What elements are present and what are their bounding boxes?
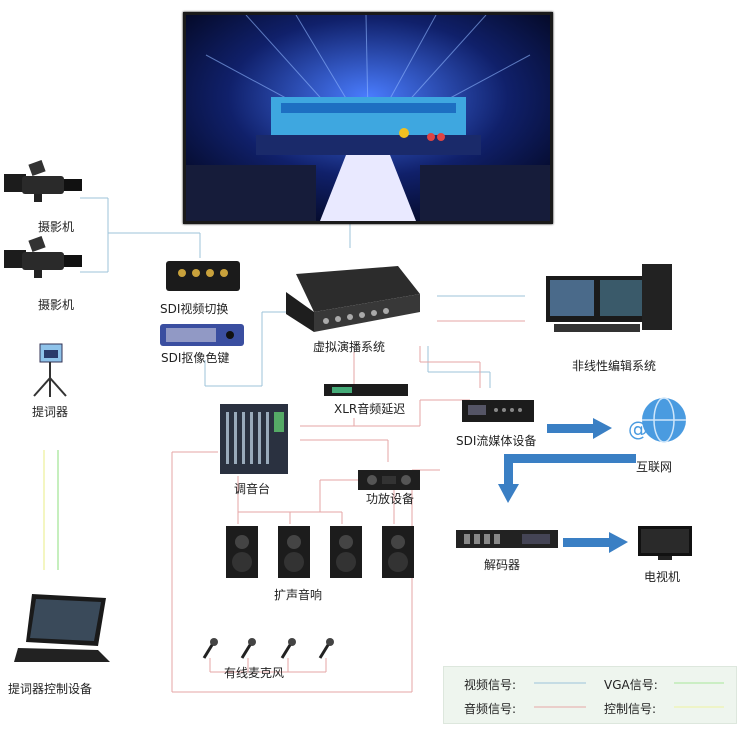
internet-label: 互联网	[636, 460, 673, 474]
audio-delay-icon	[324, 384, 408, 396]
television	[638, 526, 692, 562]
amplifier	[358, 466, 420, 492]
camera-1-label: 摄影机	[38, 220, 75, 234]
amplifier-icon	[358, 470, 420, 490]
studio-unit-icon	[286, 266, 420, 332]
mixer-label: 调音台	[234, 482, 271, 496]
camera-2	[4, 235, 82, 281]
decoder	[456, 528, 558, 550]
sdi-streaming-label: SDI流媒体设备	[456, 434, 537, 448]
sdi-keyer-label: SDI抠像色键	[161, 351, 230, 365]
video-camera-icon	[4, 159, 82, 202]
globe-icon: @	[628, 397, 686, 443]
svg-text:@: @	[628, 417, 648, 441]
nle-label: 非线性编辑系统	[572, 359, 657, 373]
decoder-label: 解码器	[484, 558, 521, 572]
tv-label: 电视机	[644, 570, 681, 584]
teleprompter	[28, 342, 72, 398]
sdi-keyer-icon	[160, 324, 244, 346]
sdi-keyer	[160, 320, 244, 348]
mixer-icon	[220, 404, 288, 474]
microphone-icons	[202, 638, 334, 659]
decoder-icon	[456, 530, 558, 548]
virtual-studio-label: 虚拟演播系统	[313, 340, 386, 354]
sdi-switch	[166, 257, 240, 293]
speakers	[226, 526, 416, 578]
sdi-switch-label: SDI视频切换	[160, 302, 229, 316]
legend-video: 视频信号:	[464, 678, 517, 692]
tv-icon	[638, 526, 692, 560]
legend: 视频信号: VGA信号: 音频信号: 控制信号:	[443, 666, 737, 724]
virtual-studio-system	[286, 264, 421, 332]
speakers-label: 扩声音响	[274, 588, 323, 602]
speaker-icons	[226, 526, 414, 578]
audio-mixer	[220, 404, 288, 474]
workstation-icon	[546, 264, 672, 332]
stage-image	[186, 15, 550, 221]
streaming-device-icon	[462, 400, 534, 422]
laptop-icon	[14, 594, 110, 662]
internet: @	[626, 396, 686, 448]
teleprompter-icon	[33, 343, 67, 397]
nle-workstation	[544, 262, 672, 334]
microphones	[196, 636, 342, 662]
legend-audio: 音频信号:	[464, 702, 517, 716]
teleprompter-controller-label: 提词器控制设备	[8, 682, 93, 696]
video-camera-icon	[4, 235, 82, 278]
camera-2-label: 摄影机	[38, 298, 75, 312]
xlr-delay-label: XLR音频延迟	[334, 402, 406, 416]
xlr-audio-delay	[324, 382, 408, 398]
amplifier-label: 功放设备	[366, 492, 415, 506]
sdi-streaming-device	[462, 398, 534, 424]
legend-lines	[534, 682, 724, 708]
legend-vga: VGA信号:	[604, 678, 658, 692]
legend-control: 控制信号:	[604, 702, 657, 716]
microphones-label: 有线麦克风	[224, 666, 285, 680]
stage-display	[183, 12, 553, 224]
teleprompter-controller	[14, 592, 110, 666]
sdi-switch-icon	[166, 261, 240, 291]
camera-1	[4, 159, 82, 205]
teleprompter-label: 提词器	[32, 405, 69, 419]
